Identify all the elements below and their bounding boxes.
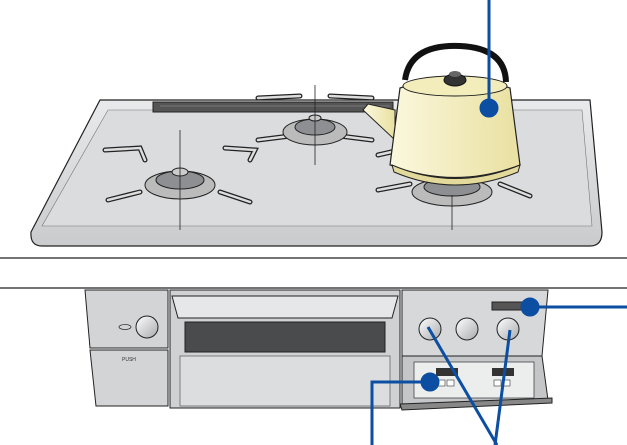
left-burner	[102, 130, 259, 230]
grill-vent	[152, 101, 394, 113]
grill-window	[184, 321, 386, 353]
push-label: PUSH	[122, 357, 136, 363]
grill-door[interactable]	[169, 289, 401, 409]
control-panel	[399, 289, 553, 411]
knob-icon[interactable]	[455, 317, 479, 341]
callouts	[370, 0, 627, 445]
plus-button[interactable]	[446, 379, 455, 387]
center-burner	[255, 85, 375, 165]
ignition-panel: PUSH	[84, 289, 169, 407]
minus-button[interactable]	[493, 379, 502, 387]
ignition-button-icon[interactable]	[135, 315, 159, 339]
